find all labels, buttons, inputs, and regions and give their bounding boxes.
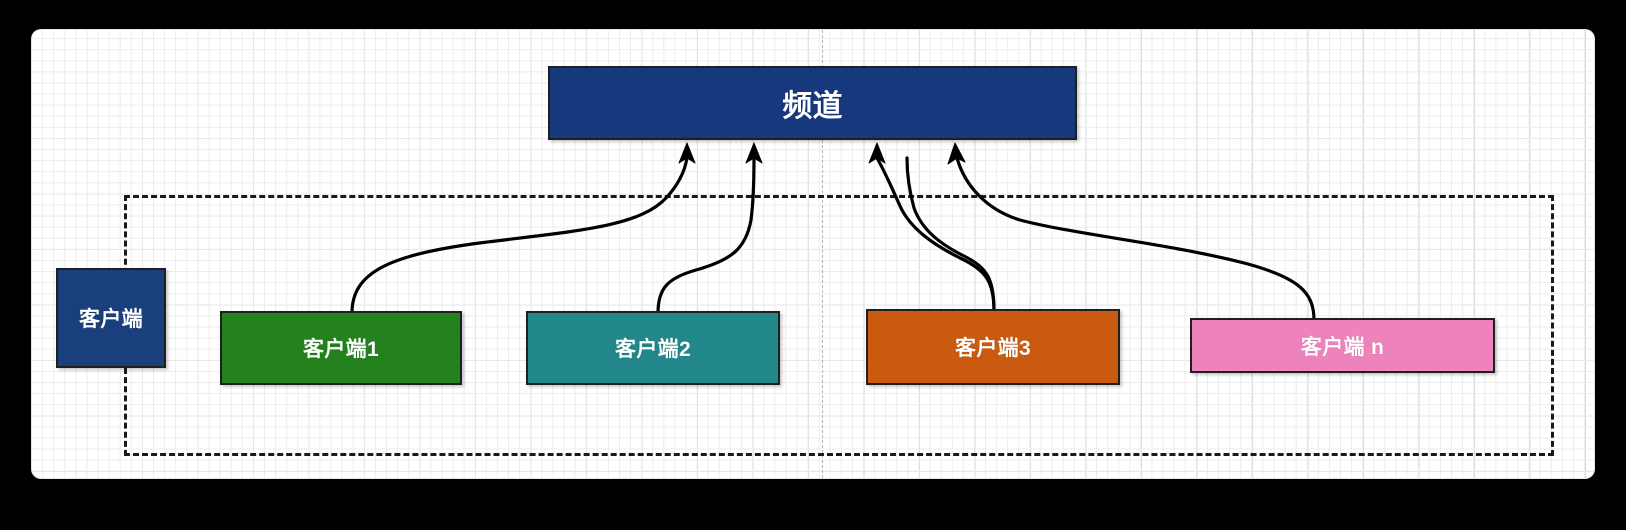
- node-client1[interactable]: 客户端1: [220, 311, 462, 385]
- node-client-n[interactable]: 客户端 n: [1190, 318, 1495, 373]
- node-channel[interactable]: 频道: [548, 66, 1077, 140]
- diagram-canvas[interactable]: 频道 客户端 客户端1 客户端2 客户端3 客户端 n: [32, 30, 1594, 478]
- node-client2[interactable]: 客户端2: [526, 311, 780, 385]
- page-break-guide: [822, 30, 823, 478]
- node-client-legend[interactable]: 客户端: [56, 268, 166, 368]
- node-client3[interactable]: 客户端3: [866, 309, 1120, 385]
